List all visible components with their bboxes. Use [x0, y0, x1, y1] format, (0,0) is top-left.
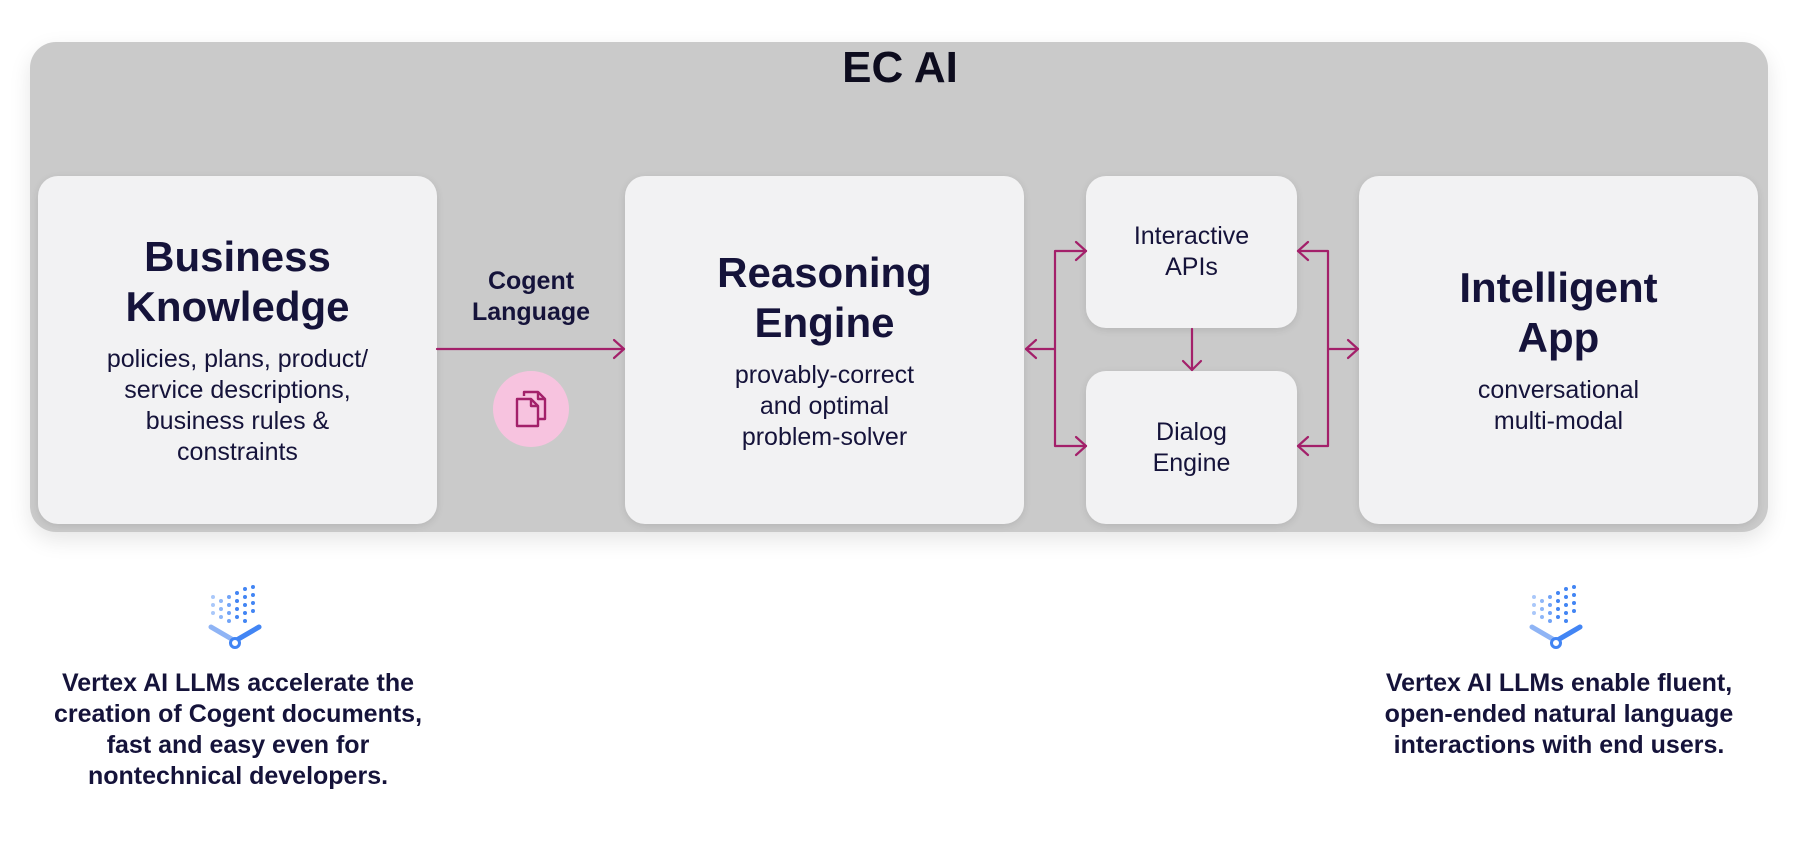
- label-line: APIs: [1165, 253, 1218, 281]
- description-line: provably-correct: [734, 360, 915, 389]
- vertex-ai-icon: [1529, 585, 1583, 649]
- arrowhead: [1024, 338, 1038, 360]
- arrowhead: [1346, 338, 1360, 360]
- document-badge: [493, 371, 569, 447]
- reasoning-engine-description: provably-correct and optimal problem-sol…: [735, 360, 914, 453]
- intelligent-app-title: Intelligent App: [1459, 263, 1657, 363]
- label-line: Engine: [1152, 448, 1231, 477]
- title-line: Reasoning: [717, 248, 932, 296]
- description-line: service descriptions,: [124, 376, 351, 404]
- arrowhead: [1181, 359, 1203, 372]
- description-line: policies, plans, product/: [106, 345, 369, 373]
- arrowhead: [1074, 240, 1088, 262]
- note-line: fast and easy even for: [106, 731, 370, 759]
- vertex-note-right: Vertex AI LLMs enable fluent, open-ended…: [1359, 668, 1759, 761]
- description-line: multi-modal: [1493, 407, 1624, 435]
- document-copy-icon: [515, 390, 547, 428]
- intelligent-app-description: conversational multi-modal: [1478, 375, 1639, 437]
- title-line: Intelligent: [1459, 264, 1658, 311]
- arrow-reasoning-bus: [1024, 249, 1088, 448]
- intelligent-app-box: Intelligent App conversational multi-mod…: [1359, 176, 1758, 524]
- title-line: Engine: [754, 298, 895, 346]
- dialog-engine-label: Dialog Engine: [1153, 417, 1231, 479]
- description-line: business rules &: [145, 407, 330, 435]
- panel-title: EC AI: [842, 43, 958, 92]
- note-line: nontechnical developers.: [87, 762, 389, 790]
- note-line: creation of Cogent documents,: [53, 700, 423, 728]
- description-line: and optimal: [759, 391, 890, 420]
- note-line: Vertex AI LLMs accelerate the: [61, 669, 414, 697]
- description-line: constraints: [177, 438, 298, 466]
- note-line: interactions with end users.: [1393, 731, 1725, 759]
- label-line: Cogent: [487, 267, 575, 295]
- arrowhead: [1296, 240, 1310, 262]
- arrowhead: [612, 338, 626, 360]
- business-knowledge-box: Business Knowledge policies, plans, prod…: [38, 176, 437, 524]
- cogent-language-label: Cogent Language: [440, 266, 622, 328]
- title-line: App: [1517, 314, 1600, 361]
- description-line: conversational: [1477, 376, 1640, 404]
- dialog-engine-box: Dialog Engine: [1086, 371, 1297, 524]
- business-knowledge-title: Business Knowledge: [125, 232, 349, 332]
- label-line: Dialog: [1156, 417, 1227, 446]
- arrow-app-bus: [1296, 249, 1360, 448]
- arrowhead: [1074, 435, 1088, 457]
- interactive-apis-label: Interactive APIs: [1134, 221, 1249, 283]
- reasoning-engine-box: Reasoning Engine provably-correct and op…: [625, 176, 1024, 524]
- title-line: Knowledge: [125, 283, 350, 330]
- interactive-apis-box: Interactive APIs: [1086, 176, 1297, 328]
- description-line: problem-solver: [741, 422, 908, 451]
- note-line: Vertex AI LLMs enable fluent,: [1385, 669, 1733, 697]
- arrowhead: [1296, 435, 1310, 457]
- label-line: Language: [471, 298, 591, 326]
- business-knowledge-description: policies, plans, product/ service descri…: [107, 344, 368, 468]
- vertex-ai-icon: [208, 585, 262, 649]
- label-line: Interactive: [1133, 222, 1250, 250]
- vertex-note-left: Vertex AI LLMs accelerate the creation o…: [38, 668, 438, 792]
- note-line: open-ended natural language: [1384, 700, 1734, 728]
- title-line: Business: [144, 233, 331, 280]
- reasoning-engine-title: Reasoning Engine: [717, 248, 932, 348]
